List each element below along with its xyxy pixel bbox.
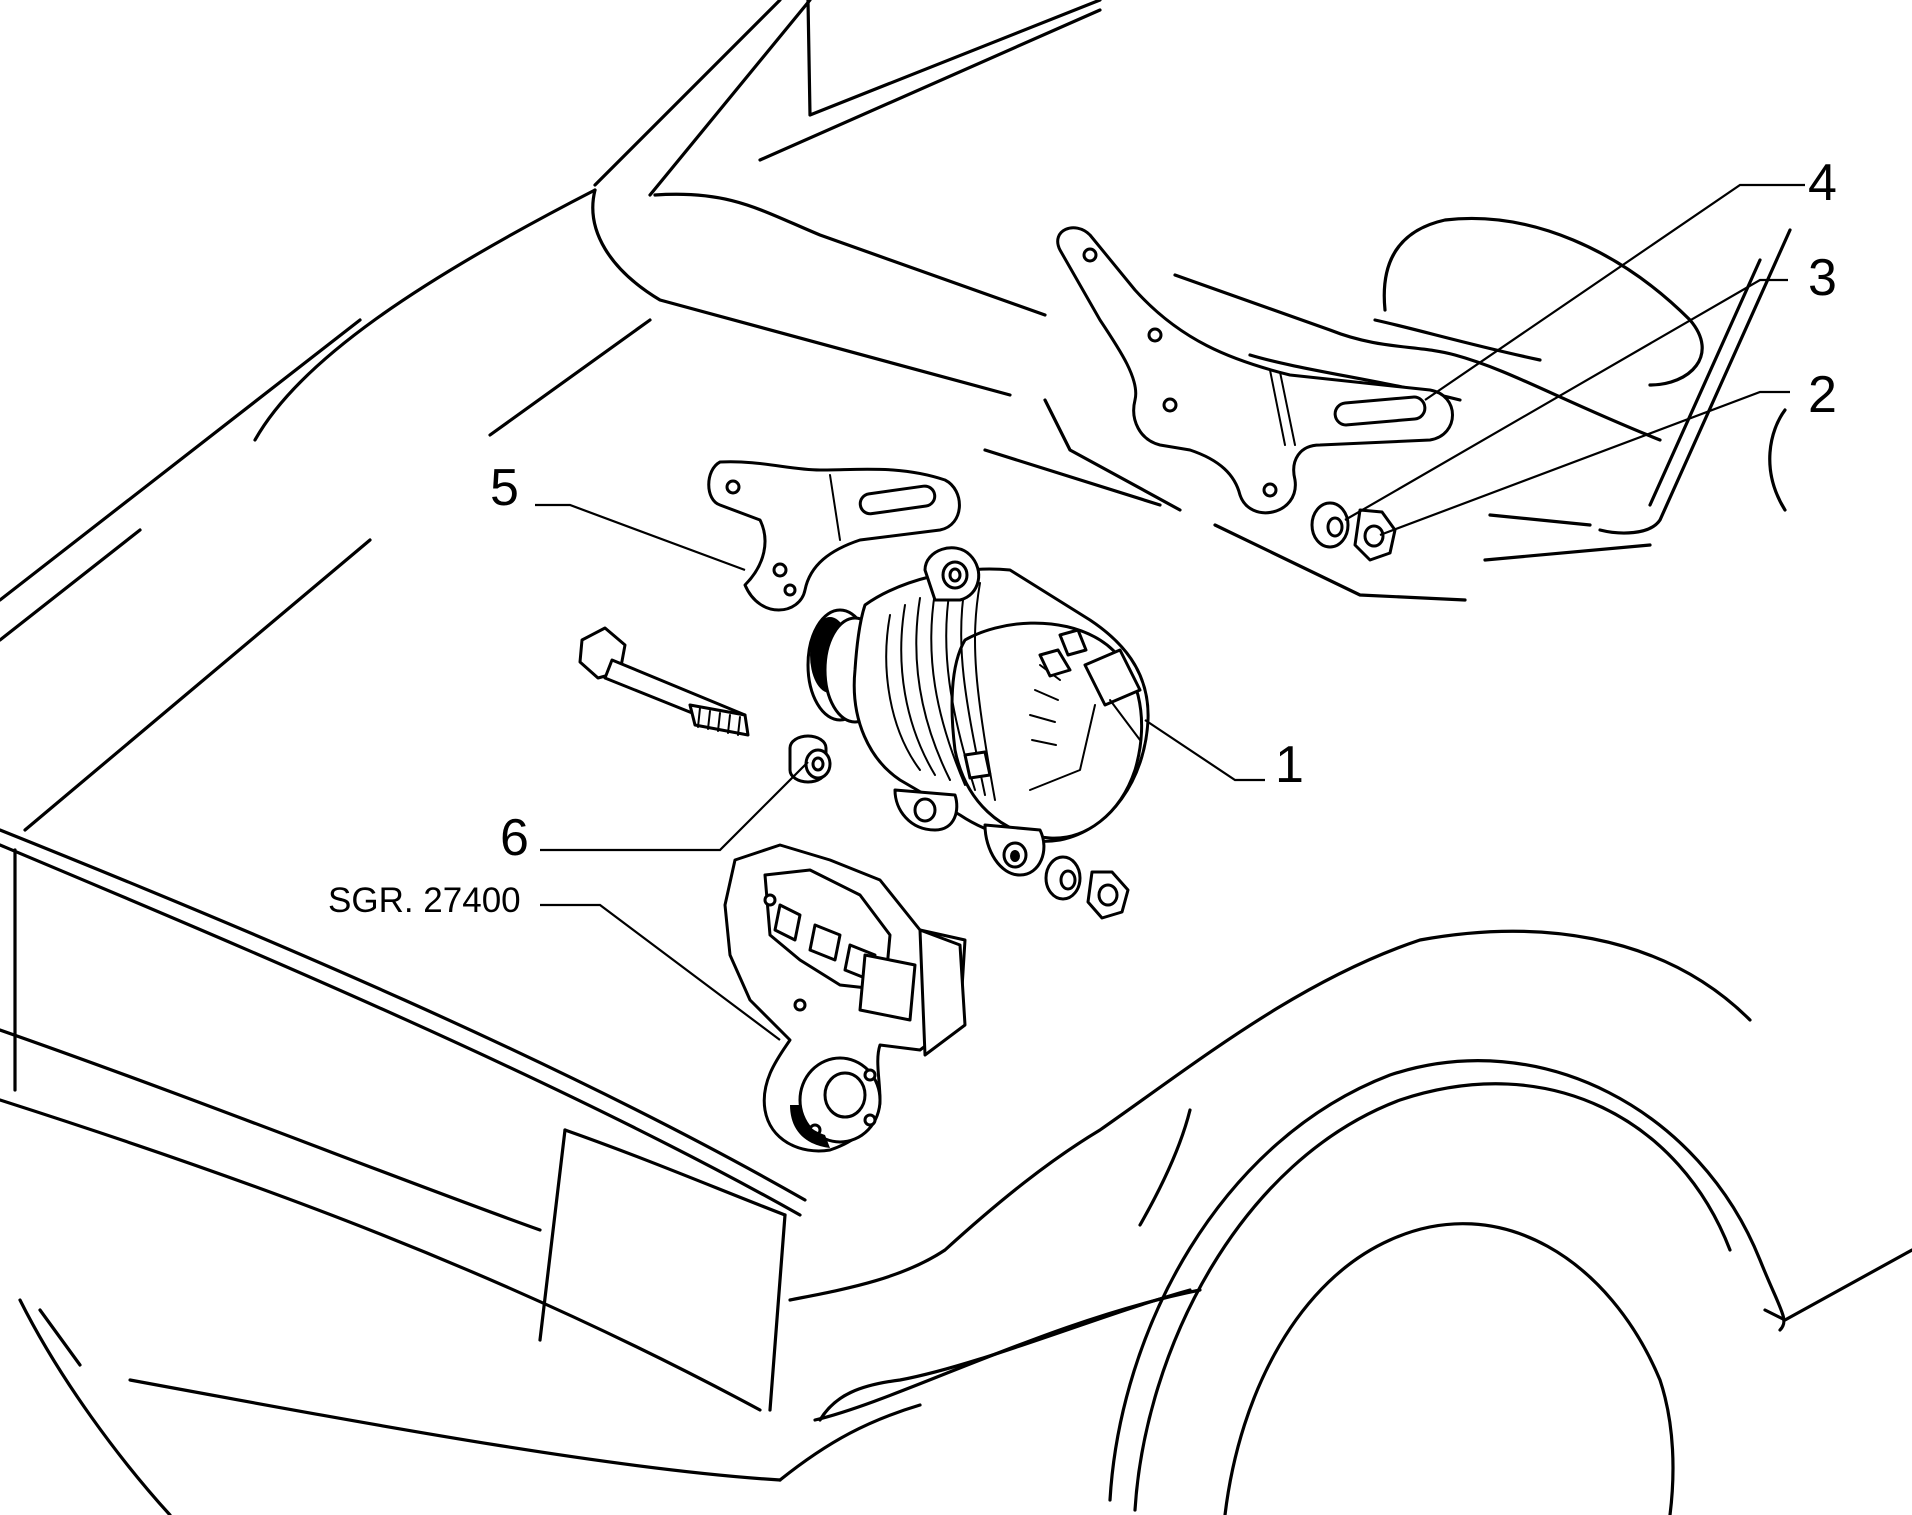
side-bracket <box>707 460 961 612</box>
callout-6: 6 <box>500 809 529 867</box>
alternator <box>806 546 1150 877</box>
callout-3: 3 <box>1808 249 1837 307</box>
leader-5 <box>535 503 746 572</box>
leader-4 <box>1424 183 1805 401</box>
leader-3 <box>1344 278 1788 521</box>
lower-washer <box>1044 855 1082 901</box>
washer <box>1310 501 1350 549</box>
callout-5: 5 <box>490 459 519 517</box>
leader-lines <box>535 183 1805 1041</box>
engine-mount-bracket <box>723 843 967 1153</box>
leader-1 <box>1144 719 1265 782</box>
callout-4: 4 <box>1808 154 1837 212</box>
callout-1: 1 <box>1275 736 1304 794</box>
leader-6 <box>540 761 809 852</box>
leader-ref <box>540 903 781 1041</box>
bolt <box>578 626 750 737</box>
part-reference-label: SGR. 27400 <box>328 881 521 920</box>
callout-2: 2 <box>1808 366 1837 424</box>
leader-2 <box>1379 390 1790 537</box>
bushing <box>788 734 832 784</box>
upper-bracket <box>1056 226 1454 515</box>
lower-nut <box>1086 870 1130 920</box>
nut <box>1353 508 1397 562</box>
